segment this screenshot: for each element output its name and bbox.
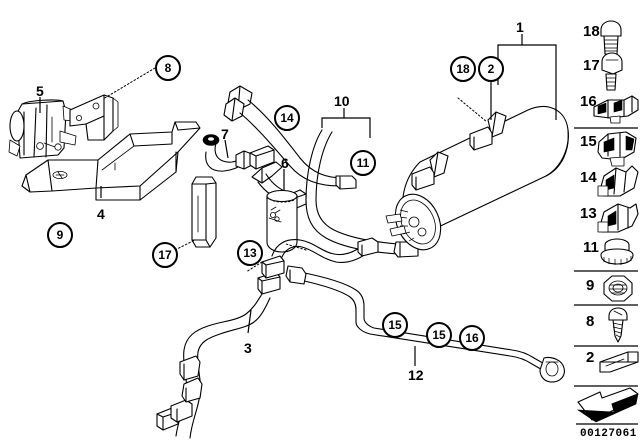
icon-direction-arrow [576, 387, 639, 423]
icon-screw [608, 307, 628, 343]
callout-bubble-15-b[interactable]: 15 [426, 322, 452, 348]
icon-strip [599, 351, 639, 373]
column-number-11[interactable]: 11 [583, 239, 599, 256]
component-line-12 [285, 265, 565, 383]
icon-grommet [600, 238, 634, 265]
label-part-12[interactable]: 12 [408, 367, 424, 383]
column-number-18[interactable]: 18 [583, 23, 600, 40]
callout-bubble-14[interactable]: 14 [274, 105, 300, 131]
column-number-9[interactable]: 9 [586, 277, 595, 294]
component-hose-13 [257, 237, 379, 295]
component-pump-5 [8, 99, 81, 159]
column-number-8[interactable]: 8 [586, 313, 595, 330]
label-part-6[interactable]: 6 [281, 155, 289, 171]
icon-bolt-hex [600, 20, 622, 55]
label-part-1[interactable]: 1 [516, 19, 524, 35]
icon-clip-double [593, 95, 639, 124]
callout-bubble-2[interactable]: 2 [478, 56, 504, 82]
label-part-10[interactable]: 10 [334, 93, 350, 109]
component-hose-6 [251, 161, 307, 253]
parts-column-icons [574, 20, 639, 425]
callout-bubble-13[interactable]: 13 [237, 240, 263, 266]
component-bracket-4 [21, 121, 217, 248]
callout-bubble-8[interactable]: 8 [155, 55, 181, 81]
icon-clip-holder [597, 203, 639, 233]
icon-nut [603, 275, 633, 302]
column-number-16[interactable]: 16 [580, 93, 597, 110]
column-number-15[interactable]: 15 [580, 133, 597, 150]
icon-clip-angled [597, 165, 639, 197]
component-hose-3 [156, 293, 271, 439]
label-part-5[interactable]: 5 [36, 83, 44, 99]
callout-bubble-11[interactable]: 11 [350, 150, 376, 176]
label-part-4[interactable]: 4 [97, 206, 105, 222]
column-number-13[interactable]: 13 [580, 205, 597, 222]
callout-bubble-16[interactable]: 16 [459, 325, 485, 351]
callout-bubble-18[interactable]: 18 [450, 56, 476, 82]
component-hose-7 [202, 134, 275, 172]
callout-bubble-17[interactable]: 17 [152, 242, 178, 268]
label-part-7[interactable]: 7 [221, 126, 229, 142]
icon-clip-single [597, 131, 637, 167]
callout-bubble-9[interactable]: 9 [47, 222, 73, 248]
diagram-reference-number: 00127061 [580, 428, 637, 440]
column-separators [574, 127, 638, 425]
column-number-14[interactable]: 14 [580, 169, 597, 186]
component-bracket-arm-8 [69, 94, 119, 141]
component-canister-1 [385, 97, 569, 251]
label-part-3[interactable]: 3 [244, 340, 252, 356]
column-number-2[interactable]: 2 [586, 349, 595, 366]
component-hose-14 [223, 85, 357, 190]
icon-bolt-collar [601, 52, 623, 91]
column-number-17[interactable]: 17 [583, 57, 600, 74]
callout-bubble-15-a[interactable]: 15 [382, 312, 408, 338]
